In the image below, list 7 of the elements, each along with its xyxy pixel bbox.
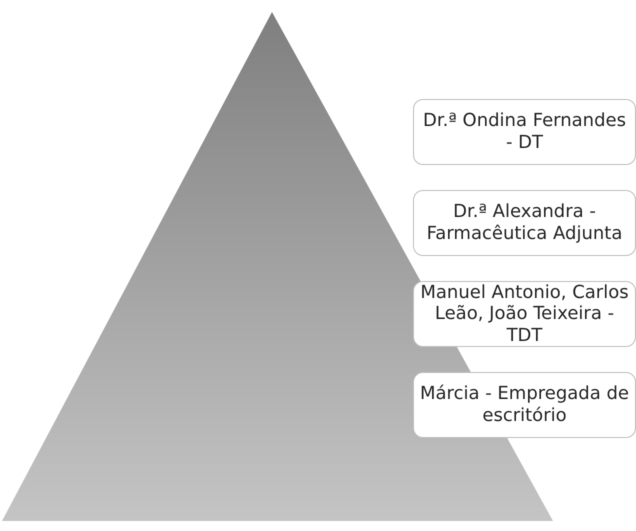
role-text: Márcia - Empregada de escritório xyxy=(419,383,630,427)
role-box xyxy=(413,372,636,438)
role-text: Dr.ª Alexandra - Farmacêutica Adjunta xyxy=(426,201,624,245)
role-box xyxy=(413,190,636,256)
role-text: Manuel Antonio, Carlos Leão, João Teixeira - TDT xyxy=(419,282,630,346)
role-box xyxy=(413,99,636,165)
role-text: Dr.ª Ondina Fernandes - DT xyxy=(422,110,627,154)
